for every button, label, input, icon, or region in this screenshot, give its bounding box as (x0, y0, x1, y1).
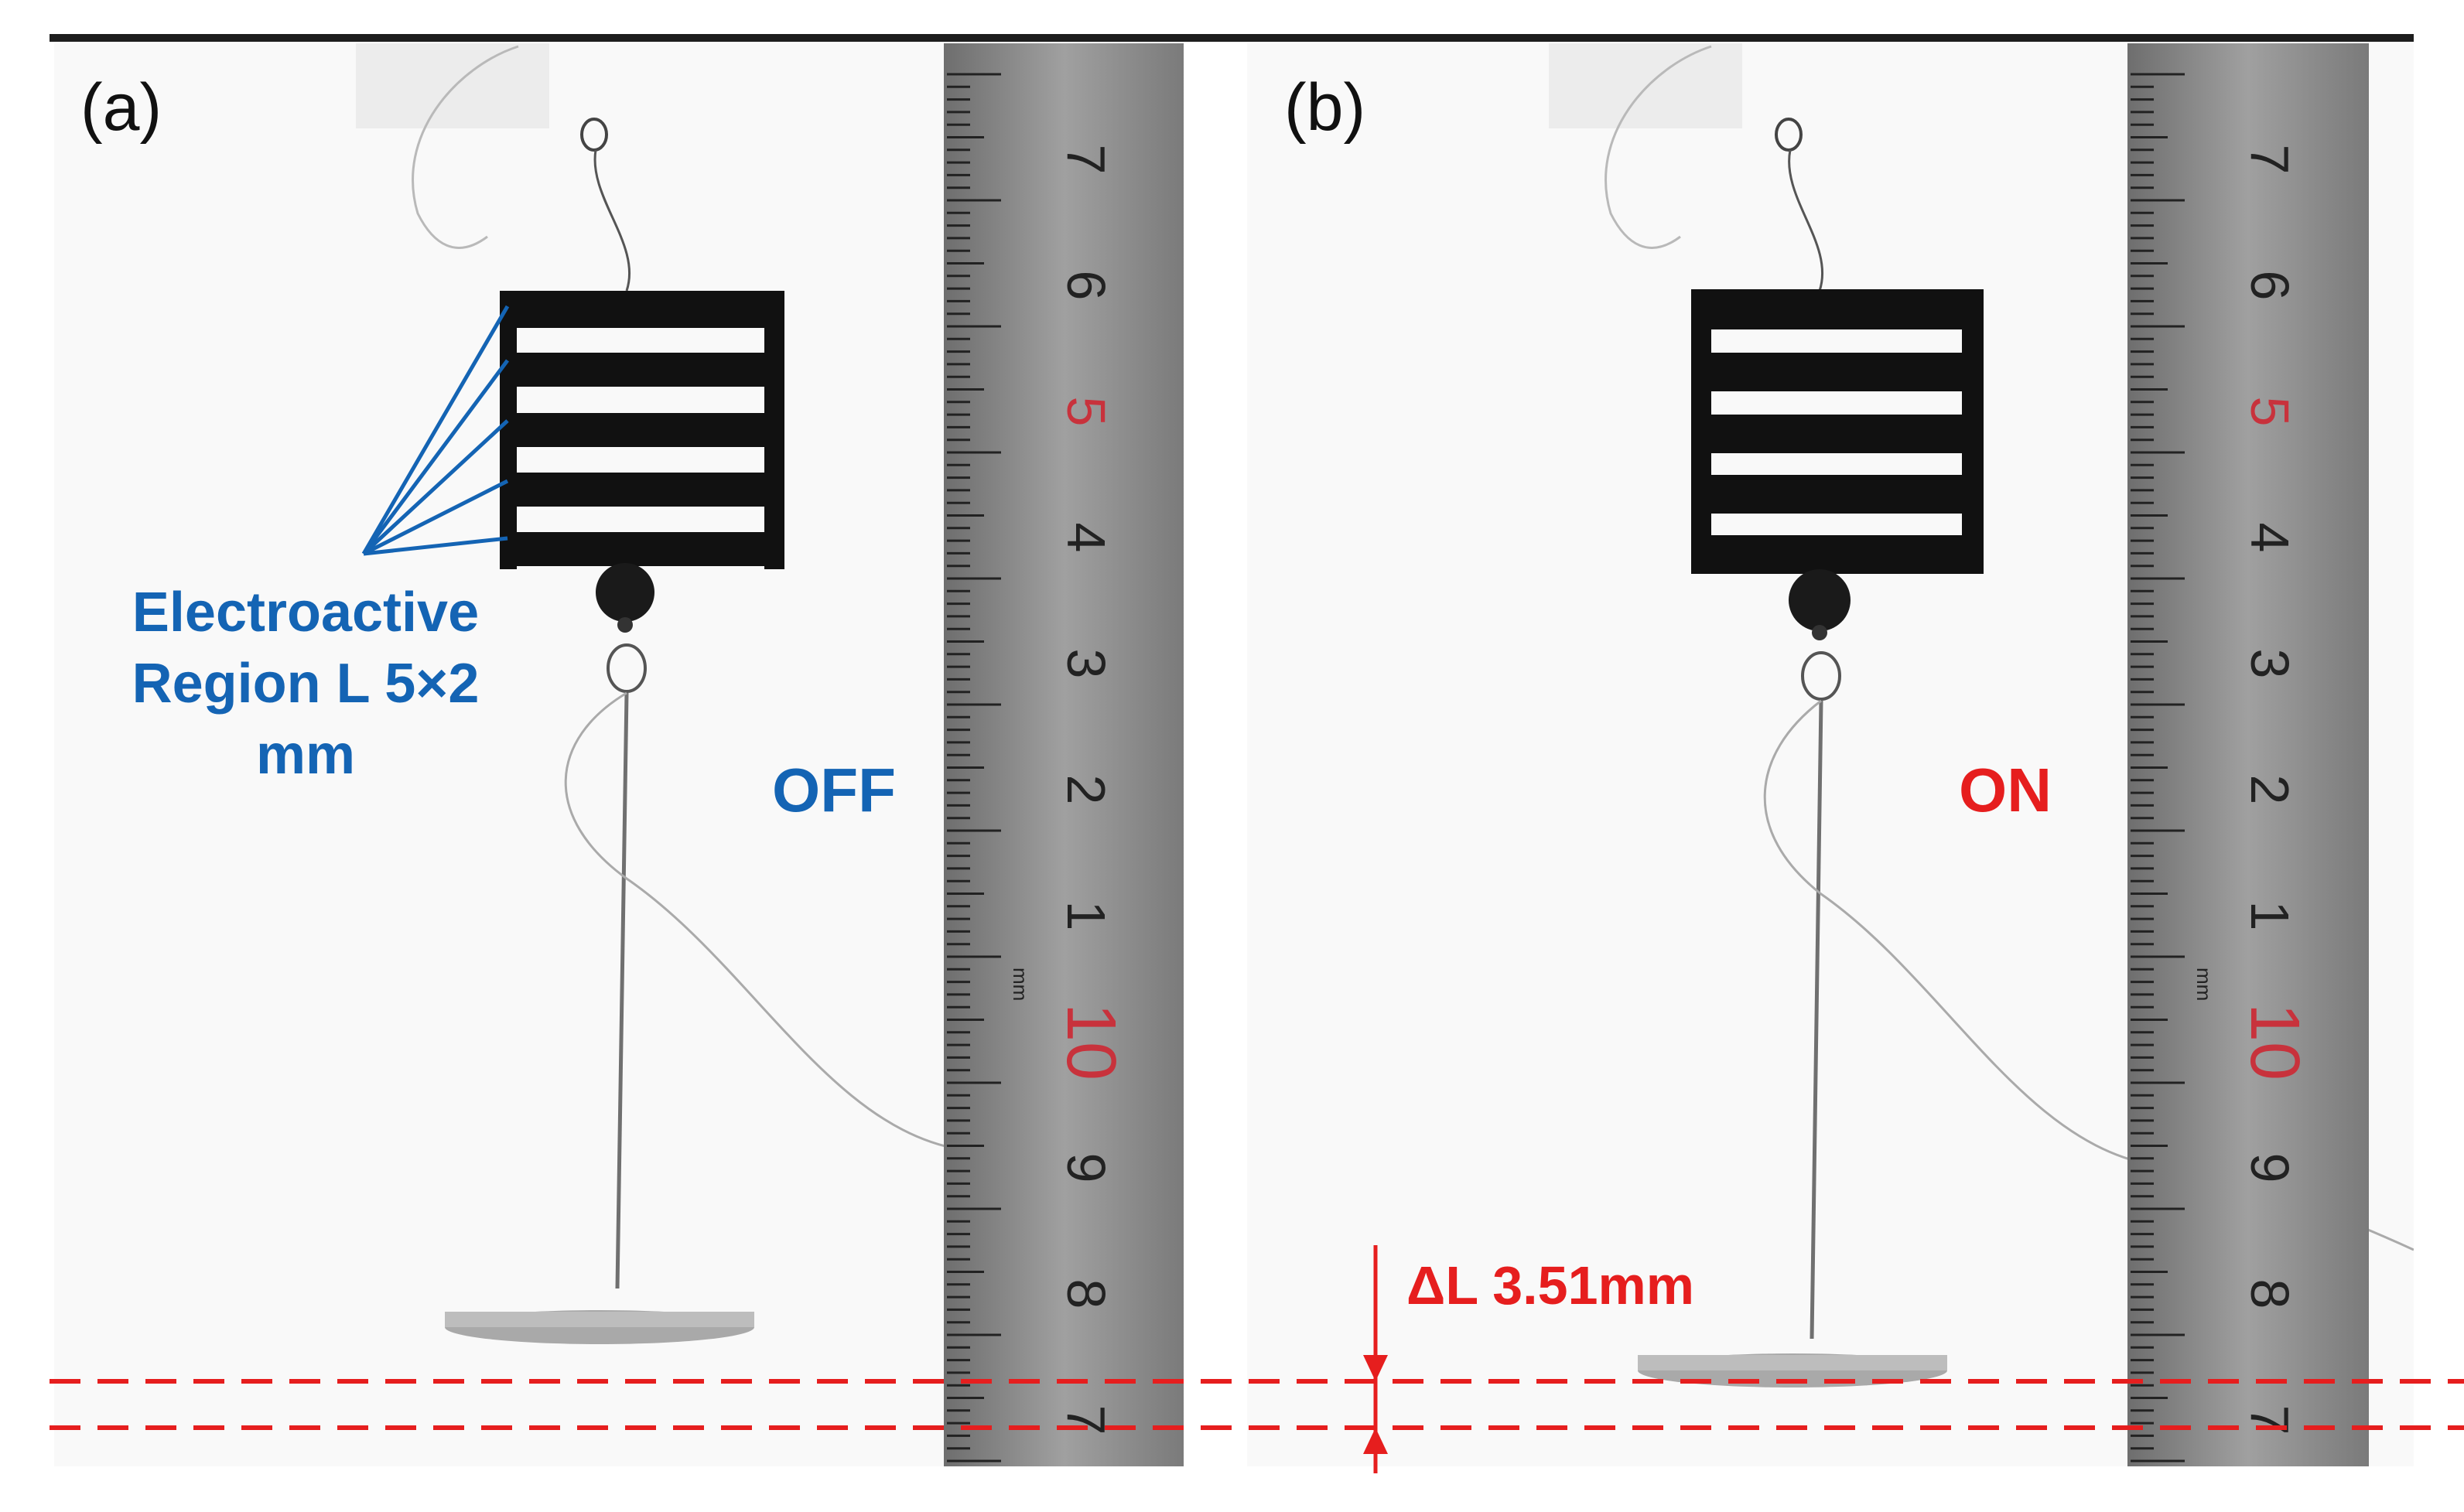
ruler-ticks (2131, 73, 2185, 1463)
ruler-number: 1 (2240, 901, 2300, 931)
electroactive-region-label: Electroactive Region L 5×2 mm (132, 577, 480, 790)
ruler-number: 6 (1056, 271, 1116, 301)
panel-a-scene: 7 6 5 4 3 2 1 10 9 8 7 mm (356, 43, 1184, 1466)
region-label-line-1: Electroactive (132, 582, 480, 643)
ruler-numbers: 7 6 5 4 3 2 1 10 9 8 7 mm (1009, 145, 1129, 1435)
ruler-number: 3 (2240, 649, 2300, 679)
ruler-number: 2 (2240, 775, 2300, 805)
state-on-label: ON (1959, 756, 2052, 824)
ruler-number: 2 (1056, 775, 1116, 805)
ruler-number: 6 (2240, 271, 2300, 301)
ruler-number: 7 (2240, 1405, 2300, 1435)
tape (1549, 43, 1742, 128)
ruler-number: 8 (2240, 1279, 2300, 1309)
ruler-number: 7 (1056, 145, 1116, 175)
ruler-number: 8 (1056, 1279, 1116, 1309)
panel-label: (b) (1284, 70, 1366, 145)
panel-a-photo: 7 6 5 4 3 2 1 10 9 8 7 mm (a) Electroactive Region … (54, 43, 1184, 1466)
actuator-grid (1691, 289, 1984, 631)
ruler-number: 4 (1056, 523, 1116, 553)
region-label-line-3: mm (255, 724, 356, 786)
panel-b-scene: 7 6 5 4 3 2 1 10 9 8 7 mm (1549, 43, 2414, 1466)
annotation-pointer-lines (361, 305, 510, 556)
ruler-number: 7 (2240, 145, 2300, 175)
top-wire (412, 45, 519, 249)
hanging-rod (1810, 700, 1823, 1340)
ruler-number: 5 (1056, 397, 1116, 427)
hanging-rod (615, 692, 629, 1289)
tape (356, 43, 549, 128)
ruler-unit: mm (1009, 968, 1032, 1001)
ruler-number: 9 (2240, 1153, 2300, 1183)
actuator-grid (500, 291, 784, 622)
top-hook (580, 118, 608, 152)
ruler-number: 10 (1052, 1003, 1129, 1080)
ruler-number: 1 (1056, 901, 1116, 931)
ruler-unit: mm (2192, 968, 2216, 1001)
panel-label: (a) (80, 70, 162, 145)
ruler-number: 4 (2240, 523, 2300, 553)
region-label-line-2: Region L 5×2 (132, 653, 480, 715)
ruler-number: 3 (1056, 649, 1116, 679)
ruler-number: 5 (2240, 397, 2300, 427)
state-off-label: OFF (772, 756, 896, 824)
ruler-number: 10 (2236, 1003, 2313, 1080)
delta-length-label: ΔL 3.51mm (1406, 1255, 1694, 1316)
top-wire (1605, 45, 1712, 249)
ruler-ticks (947, 73, 1001, 1463)
top-border-line (50, 34, 2414, 42)
panel-b-photo: 7 6 5 4 3 2 1 10 9 8 7 mm (b) ON (1247, 43, 2414, 1466)
ruler (2127, 43, 2369, 1466)
ruler-number: 7 (1056, 1405, 1116, 1435)
ruler (944, 43, 1184, 1466)
ruler-number: 9 (1056, 1153, 1116, 1183)
top-hook (1775, 118, 1803, 152)
